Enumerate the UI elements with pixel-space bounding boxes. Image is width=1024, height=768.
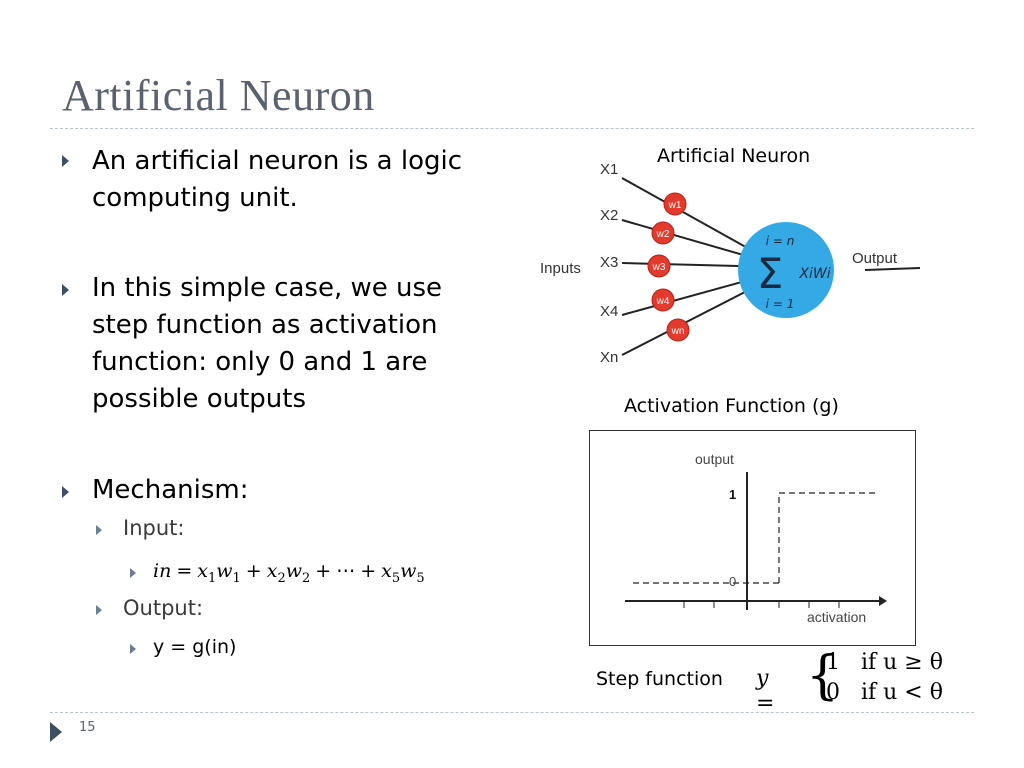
brace-icon: {	[806, 646, 840, 706]
sub-bullet-arrow-icon	[130, 644, 136, 654]
input-label: Input:	[123, 516, 185, 540]
x-axis-arrow-icon	[879, 596, 887, 606]
weight-label: wn	[671, 326, 685, 337]
slide-title: Artificial Neuron	[62, 71, 375, 120]
input-x-label: X3	[600, 254, 618, 271]
input-x-label: Xn	[600, 349, 618, 366]
sum-bottom-label: i = 1	[766, 297, 795, 311]
neuron-diagram: w1 w2 w3 w4 wn X1 X2 X3 X4 Xn Inputs Out…	[540, 161, 921, 366]
x-axis-label: activation	[807, 609, 866, 625]
activation-caption: Activation Function (g)	[624, 395, 839, 417]
output-formula: y = g(in)	[153, 636, 237, 658]
output-label: Output:	[123, 596, 204, 620]
bullet-text-1: An artificial neuron is a logic computin…	[92, 146, 462, 213]
input-x-label: X1	[600, 161, 618, 178]
page-number: 15	[79, 720, 96, 735]
step-function-label: Step function	[596, 668, 723, 690]
bullet-text-2: In this simple case, we use step functio…	[92, 273, 443, 414]
input-formula: in=x1w1+x2w2+⋯+x5w5	[153, 560, 425, 586]
activation-chart: output activation 1 0	[589, 430, 916, 646]
input-x-label: X4	[600, 303, 618, 320]
footer-arrow-icon	[50, 722, 62, 742]
weight-label: w2	[656, 229, 670, 240]
footer-divider	[50, 712, 974, 713]
bullet-text-3: Mechanism:	[92, 475, 249, 505]
y-axis-label: output	[695, 451, 734, 467]
inputs-label: Inputs	[540, 260, 581, 277]
step-case-2: 0 if u < θ	[826, 680, 943, 705]
sigma-icon: Σ	[757, 249, 784, 298]
tick-one-label: 1	[729, 487, 736, 502]
bullet-arrow-icon	[62, 284, 69, 296]
sum-top-label: i = n	[766, 234, 795, 248]
input-x-label: X2	[600, 207, 618, 224]
sub-bullet-arrow-icon	[96, 605, 102, 615]
tick-zero-label: 0	[729, 574, 736, 589]
sum-expression: XiWi	[798, 266, 830, 282]
neuron-node	[738, 222, 834, 318]
bullet-arrow-icon	[62, 155, 69, 167]
step-case-1: 1 if u ≥ θ	[826, 650, 943, 675]
weight-label: w4	[656, 296, 670, 307]
step-function-lhs: y =	[756, 666, 775, 716]
title-divider	[50, 128, 974, 129]
sub-bullet-arrow-icon	[130, 568, 136, 578]
weight-label: w3	[652, 262, 666, 273]
neuron-diagram-caption: Artificial Neuron	[657, 145, 811, 167]
sub-bullet-arrow-icon	[96, 525, 102, 535]
output-label-diagram: Output	[852, 250, 898, 267]
bullet-arrow-icon	[62, 486, 69, 498]
weight-label: w1	[668, 200, 682, 211]
